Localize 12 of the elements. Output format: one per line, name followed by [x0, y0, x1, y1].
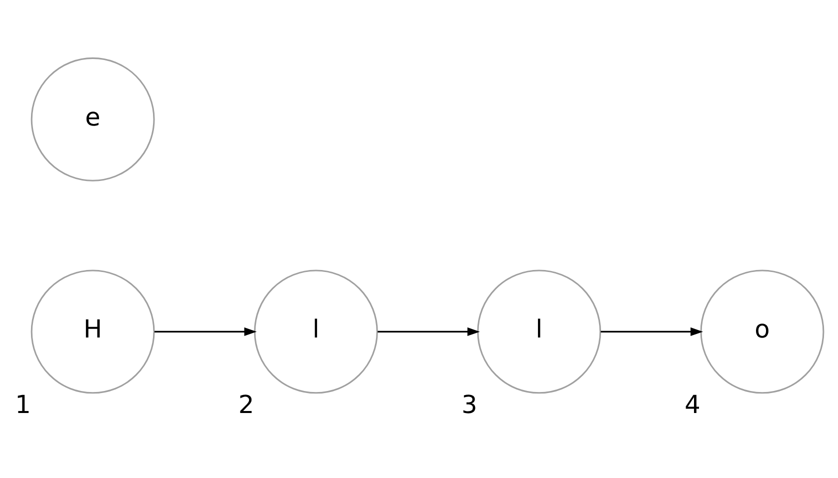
arrow: [378, 326, 480, 336]
node-circle: e: [30, 56, 155, 181]
node-circle: o: [700, 269, 824, 394]
node-label: 1: [15, 389, 31, 418]
arrow: [154, 326, 257, 336]
node-label: 2: [238, 389, 254, 418]
node-circle: H: [30, 269, 155, 394]
arrow: [600, 326, 703, 336]
node-circle: l: [477, 269, 602, 394]
node-label: 3: [461, 389, 478, 418]
node-circle: l: [254, 269, 378, 394]
node-label: 4: [684, 389, 700, 418]
